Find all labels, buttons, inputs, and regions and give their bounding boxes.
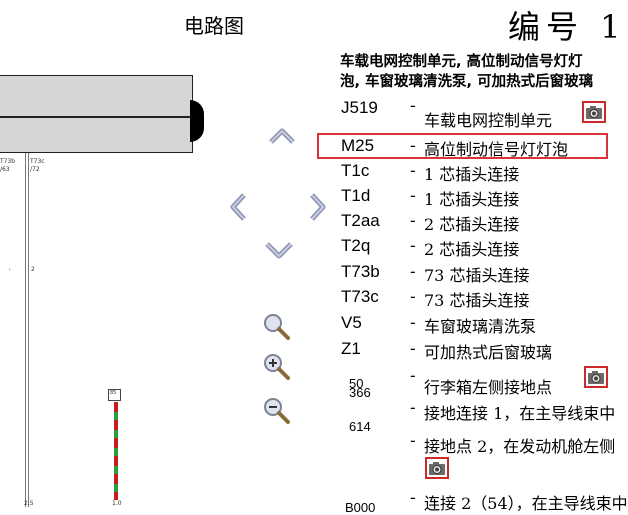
connector-label-t73b: T73b — [0, 158, 16, 165]
legend-dash: - — [410, 186, 416, 205]
legend-dash: - — [410, 366, 416, 385]
legend-code-v5[interactable]: V5 — [341, 313, 362, 332]
legend-dash: - — [410, 488, 416, 507]
legend-code-z1[interactable]: Z1 — [341, 339, 361, 358]
zoom-in-icon[interactable] — [262, 352, 290, 380]
control-unit-divider — [0, 116, 192, 118]
legend-dash: - — [410, 339, 416, 358]
legend-dash: - — [410, 236, 416, 255]
connector-pin-t73c: /72 — [30, 166, 40, 173]
legend-desc-t1c: 1 芯插头连接 — [424, 165, 520, 184]
wire-gauge-a: 2.5 — [24, 500, 34, 507]
camera-icon[interactable] — [582, 101, 606, 123]
legend-code-t2aa[interactable]: T2aa — [341, 211, 380, 230]
legend-code-t1c[interactable]: T1c — [341, 161, 370, 180]
chevron-up-icon[interactable] — [268, 126, 296, 154]
legend-dash: - — [410, 96, 416, 115]
chevron-right-icon[interactable] — [308, 192, 336, 221]
legend-desc-50: 行李箱左侧接地点 — [424, 378, 553, 397]
fuse-label: 85 — [110, 390, 117, 396]
legend-desc-m25: 高位制动信号灯灯泡 — [424, 140, 569, 159]
legend-desc-b000: 连接 2（54），在主导线束中 — [424, 494, 628, 513]
legend-code-t2q[interactable]: T2q — [341, 236, 371, 255]
legend-desc-t1d: 1 芯插头连接 — [424, 190, 520, 209]
connector-pin-t73b: /63 — [0, 166, 10, 173]
wire-t73c[interactable] — [25, 153, 26, 507]
legend-desc-v5: 车窗玻璃清洗泵 — [424, 317, 537, 336]
wire-gauge-b: 1.0 — [112, 500, 122, 507]
legend-desc-t73b: 73 芯插头连接 — [424, 266, 530, 285]
legend-dash: - — [410, 161, 416, 180]
legend-dash: - — [410, 211, 416, 230]
legend-dash: - — [410, 262, 416, 281]
legend-desc-j519: 车载电网控制单元 — [424, 111, 553, 130]
legend-desc-614: 接地点 2，在发动机舱左侧 — [424, 437, 616, 456]
legend-code-t1d[interactable]: T1d — [341, 186, 371, 205]
zoom-out-icon[interactable] — [262, 396, 290, 424]
wire-marker: ' — [9, 268, 11, 275]
connector-label-t73c: T73c — [30, 158, 45, 165]
legend-dash: - — [410, 398, 416, 417]
camera-icon[interactable] — [584, 366, 608, 388]
document-number: 编号 1 — [508, 8, 627, 46]
ground-symbol — [190, 100, 204, 142]
wire-t73c-shadow — [28, 153, 29, 507]
legend-code-m25[interactable]: M25 — [341, 136, 375, 155]
legend-dash: - — [410, 431, 416, 450]
legend-desc-z1: 可加热式后窗玻璃 — [424, 343, 553, 362]
section-heading-line1: 车载电网控制单元, 高位制动信号灯灯 — [340, 54, 583, 70]
legend-code-t73b[interactable]: T73b — [341, 262, 380, 281]
legend-dash: - — [410, 313, 416, 332]
legend-code-j519[interactable]: J519 — [341, 98, 378, 117]
legend-desc-t2aa: 2 芯插头连接 — [424, 215, 520, 234]
chevron-left-icon[interactable] — [228, 192, 256, 221]
legend-desc-t2q: 2 芯插头连接 — [424, 240, 520, 259]
control-unit-block[interactable] — [0, 75, 193, 153]
legend-desc-t73c: 73 芯插头连接 — [424, 291, 530, 310]
wire-pin-label: 2 — [31, 266, 35, 273]
camera-icon[interactable] — [425, 457, 449, 479]
section-heading-line2: 泡, 车窗玻璃清洗泵, 可加热式后窗玻璃 — [340, 74, 594, 90]
wire-red-green[interactable] — [114, 402, 118, 500]
section-heading: 车载电网控制单元, 高位制动信号灯灯 泡, 车窗玻璃清洗泵, 可加热式后窗玻璃 — [340, 52, 612, 92]
legend-dash: - — [410, 287, 416, 306]
legend-code-50[interactable]: 50 — [349, 376, 364, 391]
zoom-fit-icon[interactable] — [262, 312, 290, 340]
legend-code-614[interactable]: 614 — [349, 419, 371, 434]
diagram-title: 电路图 — [184, 14, 244, 38]
legend-desc-366: 接地连接 1，在主导线束中 — [424, 404, 616, 423]
selected-row-highlight — [317, 133, 608, 159]
legend-code-t73c[interactable]: T73c — [341, 287, 379, 306]
legend-code-366[interactable]: 366 — [349, 385, 371, 400]
chevron-down-icon[interactable] — [264, 240, 293, 268]
fuse-box[interactable] — [108, 389, 121, 401]
legend-dash: - — [410, 136, 416, 155]
legend-code-b000[interactable]: B000 — [345, 500, 376, 515]
